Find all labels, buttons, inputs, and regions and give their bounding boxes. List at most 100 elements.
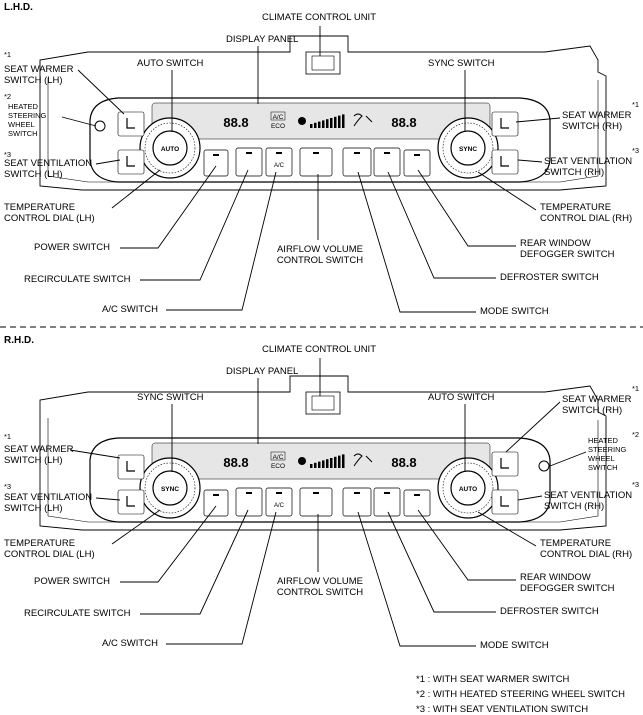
defroster-button bbox=[373, 487, 401, 517]
leader-line bbox=[417, 509, 516, 581]
label-auto-switch-rhd: AUTO SWITCH bbox=[428, 392, 495, 403]
fan-level-bar bbox=[338, 115, 341, 128]
fan-level-bar bbox=[342, 454, 345, 468]
mark2-rhd-r: *2 bbox=[632, 430, 640, 439]
dial-center-button bbox=[152, 470, 188, 506]
fan-icon bbox=[298, 457, 306, 465]
rear-defogger-button bbox=[403, 149, 431, 177]
seat-icon bbox=[500, 118, 509, 129]
leader-line bbox=[95, 497, 121, 501]
defroster-button bbox=[373, 147, 401, 177]
seat-icon bbox=[126, 156, 135, 167]
mark3-lhd: *3 bbox=[4, 150, 12, 159]
footnote: *3 : WITH SEAT VENTILATION SWITCH bbox=[416, 704, 589, 715]
leader-line bbox=[387, 171, 496, 279]
mode-display-icon bbox=[353, 113, 373, 127]
leader-line bbox=[95, 159, 121, 165]
footnote: *2 : WITH HEATED STEERING WHEEL SWITCH bbox=[416, 689, 626, 700]
airflow-button bbox=[299, 487, 333, 517]
fan-level-bar bbox=[330, 458, 333, 468]
seat-icon bbox=[500, 496, 509, 507]
dial-center-button bbox=[450, 470, 486, 506]
recirculate-button bbox=[235, 487, 263, 517]
mounting-tab-hole bbox=[311, 55, 335, 71]
leader-line bbox=[69, 449, 121, 459]
label-defroster-switch-rhd: DEFROSTER SWITCH bbox=[500, 606, 599, 617]
fan-level-bar bbox=[330, 118, 333, 128]
label-recirc-switch: RECIRCULATE SWITCH bbox=[24, 274, 131, 285]
fan-level-bar bbox=[314, 462, 317, 468]
leader-line bbox=[357, 171, 476, 313]
fan-level-bar bbox=[338, 455, 341, 468]
ac-indicator: A/C bbox=[273, 454, 284, 461]
leader-line bbox=[120, 165, 217, 249]
fan-level-bar bbox=[310, 124, 313, 128]
button-led bbox=[276, 492, 282, 494]
mark1-rhd: *1 bbox=[4, 432, 12, 441]
leader-line bbox=[120, 505, 217, 583]
label-power-switch-rhd: POWER SWITCH bbox=[34, 576, 110, 587]
dial-center-button bbox=[152, 130, 188, 166]
recirculate-button bbox=[235, 147, 263, 177]
mounting-tab bbox=[305, 391, 341, 415]
seat-button bbox=[117, 489, 145, 515]
mode-display-icon bbox=[353, 453, 373, 467]
button-led bbox=[414, 154, 420, 156]
label-sync-switch: SYNC SWITCH bbox=[428, 58, 495, 69]
label-mode-switch-rhd: MODE SWITCH bbox=[480, 640, 549, 651]
label-climate-unit: CLIMATE CONTROL UNIT bbox=[262, 12, 377, 23]
sync-button-text: SYNC bbox=[161, 486, 179, 493]
dial-knurl bbox=[144, 462, 196, 514]
fan-level-bar bbox=[314, 122, 317, 128]
seat-button bbox=[117, 454, 145, 480]
button-led bbox=[354, 152, 360, 154]
leader-line bbox=[61, 116, 97, 127]
fan-level-bar bbox=[342, 114, 345, 128]
seat-button bbox=[117, 111, 145, 137]
leader-line bbox=[77, 69, 125, 115]
button-led bbox=[414, 494, 420, 496]
button-led bbox=[246, 492, 252, 494]
ac-indicator-box bbox=[270, 451, 286, 461]
dial-knurl bbox=[144, 122, 196, 174]
airflow-button bbox=[299, 147, 333, 177]
mounting-tab bbox=[305, 51, 341, 75]
label-sync-switch-rhd: SYNC SWITCH bbox=[137, 392, 204, 403]
lhd-section-label: L.H.D. bbox=[4, 2, 33, 13]
temp-left-readout: 88.8 bbox=[223, 115, 248, 130]
leader-line bbox=[166, 171, 277, 311]
fan-level-bar bbox=[310, 464, 313, 468]
leader-line bbox=[111, 509, 161, 545]
sync-button-text: SYNC bbox=[459, 146, 477, 153]
mark1-lhd-r: *1 bbox=[632, 100, 640, 109]
rhd-section-label: R.H.D. bbox=[4, 335, 34, 346]
leader-line bbox=[477, 171, 537, 211]
mode-button bbox=[342, 147, 372, 177]
fan-level-bar bbox=[322, 460, 325, 468]
leader-line bbox=[357, 511, 476, 647]
seat-icon bbox=[500, 458, 509, 469]
steering-wheel-icon bbox=[538, 460, 550, 472]
fan-level-bar bbox=[318, 461, 321, 468]
leader-line bbox=[549, 451, 587, 467]
label-climate-unit-rhd: CLIMATE CONTROL UNIT bbox=[262, 344, 377, 355]
eco-indicator: ECO bbox=[271, 463, 285, 470]
temp-right-readout: 88.8 bbox=[391, 455, 416, 470]
auto-button-text: AUTO bbox=[161, 146, 179, 153]
fan-level-bar bbox=[326, 459, 329, 468]
seat-icon bbox=[126, 461, 135, 472]
rear-defogger-button bbox=[403, 489, 431, 517]
button-led bbox=[384, 152, 390, 154]
seat-button bbox=[491, 451, 519, 477]
